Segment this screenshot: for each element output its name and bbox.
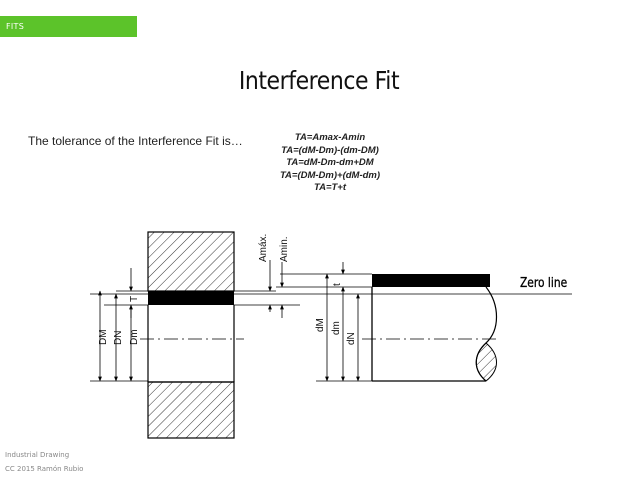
- formula-line: TA=dM-Dm-dm+DM: [286, 157, 374, 169]
- dim-label-dN: dN: [346, 332, 357, 345]
- clearance-dimensions: [268, 260, 284, 318]
- dim-label-Amax: Amáx.: [258, 234, 269, 262]
- hole-dimensions: [98, 268, 133, 382]
- intro-text: The tolerance of the Interference Fit is…: [28, 134, 243, 148]
- hole-housing: [147, 231, 235, 439]
- shaft-dimensions: [325, 262, 360, 382]
- slide-title: Interference Fit: [238, 66, 400, 95]
- footer-credit: CC 2015 Ramón Rubio: [5, 465, 84, 473]
- formula-line: TA=(DM-Dm)+(dM-dm): [279, 169, 381, 181]
- formula-block: TA=Amax-Amin TA=(dM-Dm)-(dm-DM) TA=dM-Dm…: [260, 132, 400, 195]
- formula-line: TA=(dM-Dm)-(dm-DM): [281, 144, 379, 156]
- formula-line: TA=T+t: [313, 182, 347, 194]
- dim-label-Amin: Amin.: [279, 236, 290, 262]
- section-tag: FITS: [0, 16, 137, 37]
- dim-label-Dm: Dm: [129, 329, 140, 345]
- formula-line: TA=Amax-Amin: [294, 132, 366, 143]
- dim-label-T: T: [129, 296, 140, 302]
- dim-label-DM: DM: [98, 329, 109, 345]
- zero-line-label: Zero line: [520, 276, 568, 291]
- dim-label-dm: dm: [331, 321, 342, 335]
- dim-label-t: t: [332, 283, 343, 286]
- dim-label-dM: dM: [315, 318, 326, 332]
- footer-course: Industrial Drawing: [5, 451, 70, 459]
- shaft: [371, 274, 497, 382]
- dim-label-DN: DN: [113, 331, 124, 345]
